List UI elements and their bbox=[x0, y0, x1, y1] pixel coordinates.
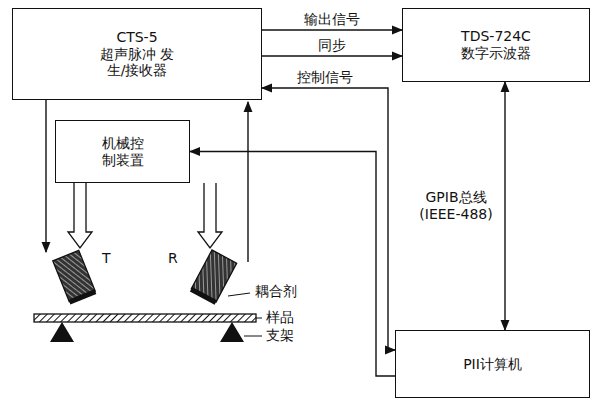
support bbox=[50, 322, 74, 342]
transmitter-probe bbox=[53, 250, 97, 304]
device-box: 机械控 制装置 bbox=[55, 120, 190, 183]
probe-label: T bbox=[100, 250, 113, 267]
receiver-probe bbox=[190, 250, 237, 305]
sample-plate bbox=[34, 314, 256, 322]
leader-line bbox=[256, 318, 262, 319]
connector bbox=[262, 55, 402, 56]
leader-line bbox=[244, 336, 262, 337]
signal-line bbox=[45, 100, 46, 252]
signal-label: 输出信号 bbox=[302, 11, 362, 28]
part-label: 样品 bbox=[264, 309, 296, 326]
support bbox=[220, 322, 244, 342]
connector bbox=[262, 29, 402, 30]
connector bbox=[504, 82, 505, 330]
signal-label: 控制信号 bbox=[295, 69, 355, 86]
signal-line bbox=[247, 102, 248, 262]
model-name: CTS-5 bbox=[116, 29, 157, 46]
part-label: 耦合剂 bbox=[253, 283, 299, 300]
mechanical-arrow bbox=[68, 183, 92, 248]
device-box: TDS-724C数字示波器 bbox=[402, 8, 590, 82]
device-name: 超声脉冲 发生/接收器 bbox=[92, 46, 182, 80]
probe-label: R bbox=[166, 250, 180, 267]
signal-label: GPIB总线 (IEEE-488) bbox=[413, 189, 499, 223]
device-name: 机械控 制装置 bbox=[93, 135, 153, 169]
device-box: PII计算机 bbox=[395, 330, 590, 398]
signal-label: 同步 bbox=[316, 37, 348, 54]
device-name: 数字示波器 bbox=[461, 45, 531, 62]
part-label: 支架 bbox=[264, 327, 296, 344]
model-name: TDS-724C bbox=[461, 28, 531, 45]
connector bbox=[262, 88, 395, 350]
device-box: CTS-5超声脉冲 发生/接收器 bbox=[12, 8, 262, 100]
leader-line bbox=[228, 293, 250, 296]
connector bbox=[190, 152, 395, 377]
device-name: PII计算机 bbox=[463, 356, 522, 373]
mechanical-arrow bbox=[198, 183, 222, 248]
